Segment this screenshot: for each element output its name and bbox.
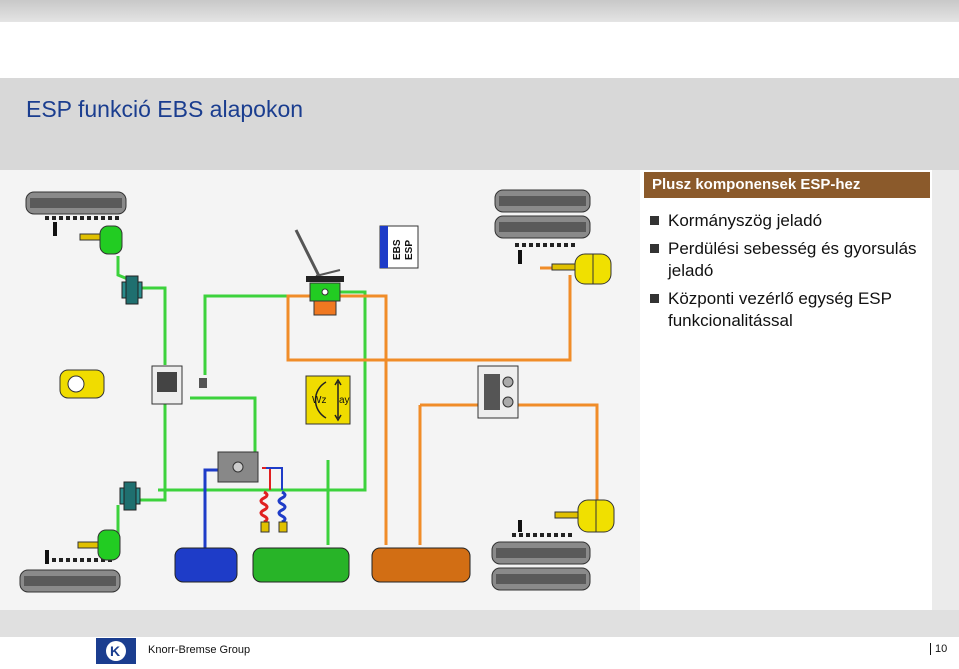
sensor-label-wz: Wz xyxy=(312,395,326,406)
tire-front-left xyxy=(25,191,127,215)
slide-title: ESP funkció EBS alapokon xyxy=(26,96,304,122)
air-tank-orange xyxy=(371,547,471,583)
ebs-esp-ecu: EBS ESP xyxy=(379,225,419,269)
list-item-text: Központi vezérlő egység ESP funkcionalit… xyxy=(668,289,892,330)
steering-angle-sensor xyxy=(294,229,344,316)
tire-front-right-2 xyxy=(494,215,591,239)
ecu-label-esp: ESP xyxy=(404,240,415,260)
tire-front-right-1 xyxy=(494,189,591,213)
slide-header xyxy=(0,78,959,170)
brake-chamber-front-right xyxy=(551,253,612,285)
panel-header: Plusz komponensek ESP-hez xyxy=(644,172,930,198)
tire-rear-right-1 xyxy=(491,541,591,565)
brake-chamber-front-left xyxy=(79,225,123,255)
side-decor-strip xyxy=(932,170,959,610)
red-pipe xyxy=(262,467,271,490)
ecu-label-ebs: EBS xyxy=(392,239,403,260)
pressure-valve-rear xyxy=(119,481,141,511)
list-item: Kormányszög jeladó xyxy=(650,210,930,232)
footer xyxy=(0,637,959,665)
brake-signal-transmitter xyxy=(151,365,207,405)
yaw-rate-sensor: Wz ay xyxy=(305,375,351,425)
air-tank-green xyxy=(252,547,350,583)
square-bullet-icon xyxy=(650,244,659,253)
top-decor-strip xyxy=(0,0,959,22)
tire-rear-right-2 xyxy=(491,567,591,591)
brake-system-diagram: EBS ESP Wz ay xyxy=(19,189,615,593)
blue-pipe-2 xyxy=(266,467,283,490)
square-bullet-icon xyxy=(650,216,659,225)
page-number: 10 xyxy=(930,643,947,655)
list-item: Perdülési sebesség és gyorsulás jeladó xyxy=(650,238,930,282)
list-item-text: Perdülési sebesség és gyorsulás jeladó xyxy=(668,239,917,280)
brake-chamber-rear-left xyxy=(77,529,121,561)
tire-rear-left xyxy=(19,569,121,593)
brake-pedal-valve xyxy=(59,369,105,399)
green-pipes xyxy=(116,256,367,545)
brake-chamber-rear-right xyxy=(554,499,615,533)
company-logo: K xyxy=(96,638,136,664)
list-item-text: Kormányszög jeladó xyxy=(668,211,823,230)
trailer-control-module xyxy=(477,365,519,419)
speed-sensors xyxy=(45,222,522,564)
list-item: Központi vezérlő egység ESP funkcionalit… xyxy=(650,288,930,332)
bottom-band xyxy=(0,610,959,637)
trailer-coupling-coils xyxy=(259,490,288,533)
company-name: Knorr-Bremse Group xyxy=(148,644,251,656)
pressure-valve-front xyxy=(121,275,143,305)
svg-text:K: K xyxy=(110,643,120,659)
component-list: Kormányszög jeladó Perdülési sebesség és… xyxy=(650,210,930,338)
blue-pipe xyxy=(203,468,218,550)
square-bullet-icon xyxy=(650,294,659,303)
sensor-label-ay: ay xyxy=(339,395,350,406)
info-panel xyxy=(640,170,932,610)
rear-axle-modulator xyxy=(217,451,259,483)
air-tank-blue xyxy=(174,547,238,583)
